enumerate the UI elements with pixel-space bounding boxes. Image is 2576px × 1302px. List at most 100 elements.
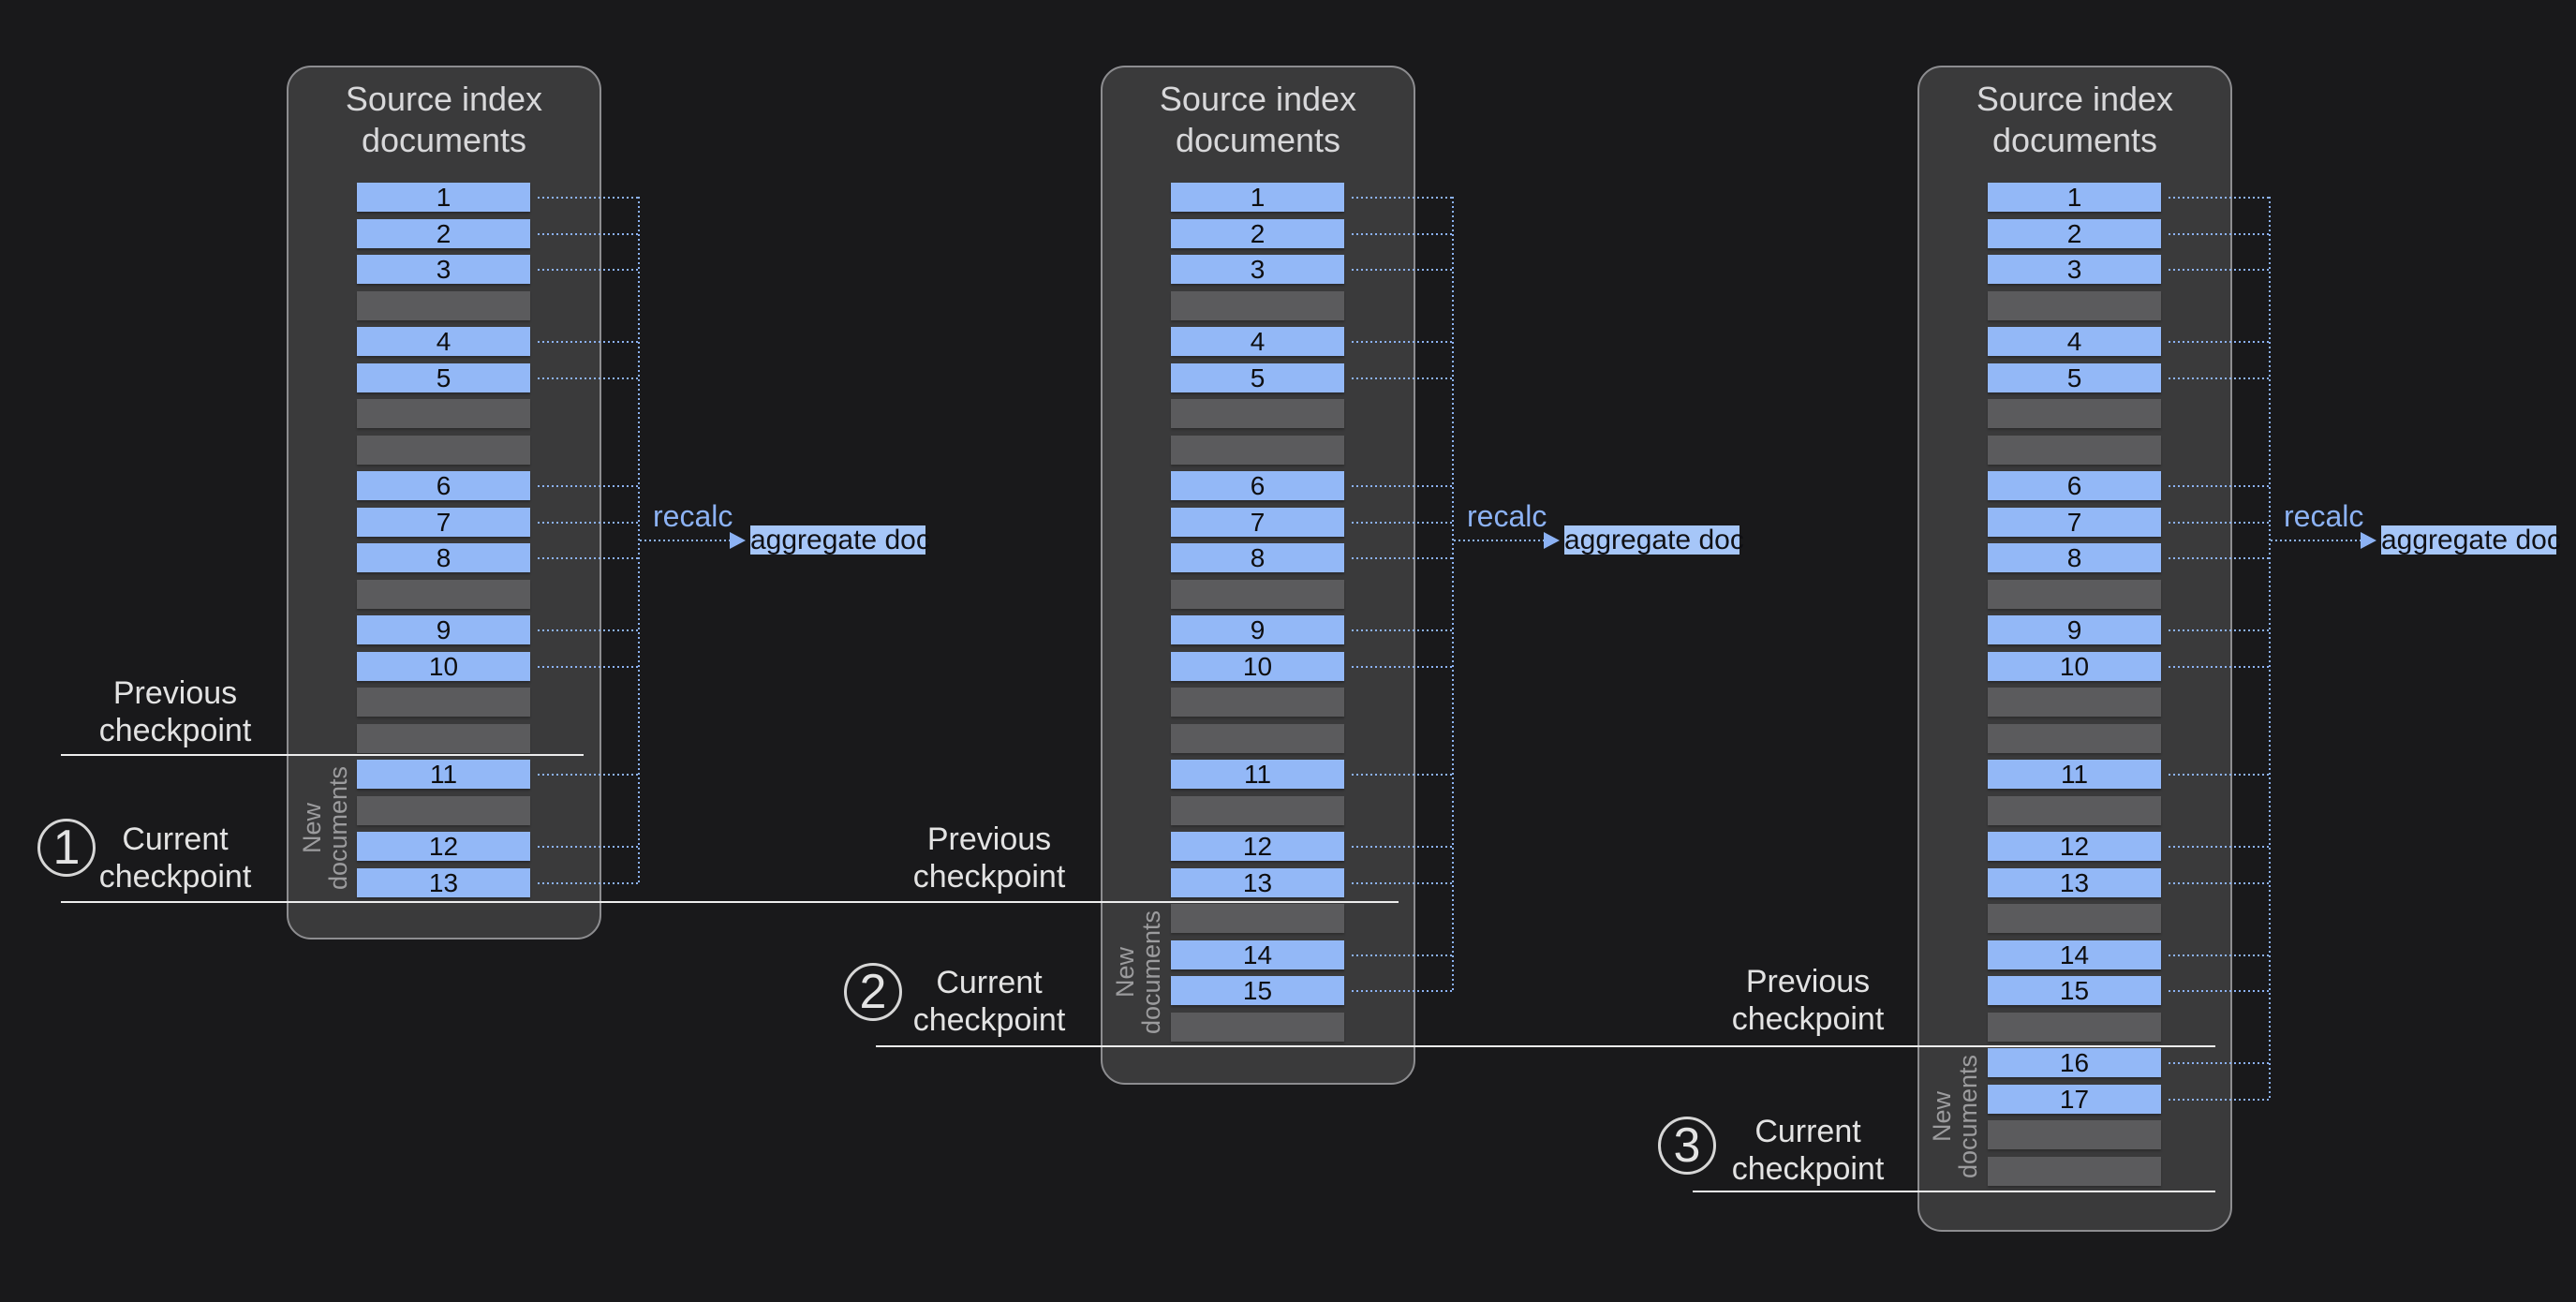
doc-connector-line — [1352, 629, 1454, 631]
document-row: 9 — [357, 615, 530, 644]
document-row: 1 — [357, 183, 530, 212]
recalc-arrow-line — [640, 540, 730, 541]
doc-connector-line — [2169, 377, 2271, 379]
checkpoint-label-line: Current — [1754, 1114, 1861, 1149]
recalc-arrow-line — [1454, 540, 1544, 541]
spacer-row — [357, 688, 530, 717]
current-2-previous-3-checkpoint-line — [876, 1045, 2215, 1047]
spacer-row — [357, 724, 530, 753]
document-row: 13 — [357, 868, 530, 897]
document-row: 3 — [1988, 255, 2161, 284]
doc-connector-line — [1352, 233, 1454, 235]
doc-connector-line — [2169, 629, 2271, 631]
doc-connector-line — [1352, 666, 1454, 668]
spacer-row — [1171, 724, 1344, 753]
doc-connector-line — [1352, 377, 1454, 379]
doc-connector-line — [1352, 846, 1454, 848]
document-row: 6 — [1171, 471, 1344, 500]
document-row: 15 — [1988, 976, 2161, 1005]
document-row: 16 — [1988, 1048, 2161, 1077]
doc-connector-line — [2169, 846, 2271, 848]
doc-connector-line — [538, 485, 640, 487]
document-row: 2 — [357, 219, 530, 248]
doc-connector-line — [2169, 882, 2271, 884]
panel-title-line: documents — [361, 121, 527, 159]
spacer-row — [357, 796, 530, 825]
doc-connector-line — [1352, 269, 1454, 271]
checkpoint-label-line: Previous — [1745, 964, 1871, 999]
doc-connector-line — [1352, 197, 1454, 199]
panel-title-line: documents — [1991, 121, 2158, 159]
doc-connector-line — [1352, 774, 1454, 776]
document-row: 6 — [357, 471, 530, 500]
document-row: 4 — [357, 327, 530, 356]
document-row: 15 — [1171, 976, 1344, 1005]
document-row: 7 — [1988, 508, 2161, 537]
document-row: 6 — [1988, 471, 2161, 500]
doc-connector-line — [538, 269, 640, 271]
spacer-row — [1988, 904, 2161, 933]
document-row: 13 — [1988, 868, 2161, 897]
document-row: 7 — [357, 508, 530, 537]
doc-connector-line — [538, 629, 640, 631]
document-row: 11 — [357, 760, 530, 789]
doc-connector-line — [2169, 990, 2271, 992]
spacer-row — [1988, 1157, 2161, 1186]
spacer-row — [1988, 1013, 2161, 1042]
doc-connector-line — [2169, 485, 2271, 487]
doc-connector-line — [1352, 522, 1454, 524]
checkpoint-label-line: checkpoint — [98, 859, 252, 895]
panel-title-line: Source index — [345, 80, 543, 118]
checkpoint-label-line: checkpoint — [1731, 1151, 1885, 1187]
document-row: 10 — [357, 652, 530, 681]
document-row: 5 — [1171, 363, 1344, 392]
checkpoint-label-line: Previous — [926, 821, 1052, 857]
recalc-label: recalc — [2284, 499, 2364, 533]
checkpoint-label-line: checkpoint — [98, 713, 252, 748]
doc-connector-line — [2169, 774, 2271, 776]
aggregate-doc-box: aggregate doc — [750, 525, 930, 555]
document-row: 8 — [357, 543, 530, 572]
doc-connector-line — [538, 846, 640, 848]
recalc-label: recalc — [653, 499, 733, 533]
spacer-row — [1171, 291, 1344, 320]
doc-connector-line — [2169, 954, 2271, 956]
recalc-label: recalc — [1467, 499, 1547, 533]
collector-line — [638, 197, 640, 884]
doc-connector-line — [1352, 341, 1454, 343]
doc-connector-line — [2169, 233, 2271, 235]
collector-line — [2269, 197, 2271, 1101]
doc-connector-line — [2169, 1099, 2271, 1101]
step-number-badge: 1 — [37, 819, 96, 877]
aggregate-doc-box: aggregate doc — [2381, 525, 2561, 555]
recalc-arrowhead-icon — [2361, 532, 2376, 549]
current-3-checkpoint-line — [1693, 1191, 2215, 1192]
document-row: 14 — [1988, 940, 2161, 969]
spacer-row — [1988, 688, 2161, 717]
document-row: 17 — [1988, 1085, 2161, 1114]
doc-connector-line — [538, 774, 640, 776]
previous-checkpoint-line-1 — [61, 754, 584, 756]
doc-connector-line — [2169, 269, 2271, 271]
document-row: 12 — [1171, 832, 1344, 861]
doc-connector-line — [538, 341, 640, 343]
doc-connector-line — [2169, 557, 2271, 559]
doc-connector-line — [538, 666, 640, 668]
spacer-row — [1171, 580, 1344, 609]
document-row: 1 — [1171, 183, 1344, 212]
spacer-row — [357, 436, 530, 465]
document-row: 10 — [1171, 652, 1344, 681]
spacer-row — [1988, 1120, 2161, 1149]
step-number-badge: 3 — [1658, 1117, 1716, 1175]
checkpoint-label-line: checkpoint — [1731, 1001, 1885, 1037]
spacer-row — [1988, 580, 2161, 609]
